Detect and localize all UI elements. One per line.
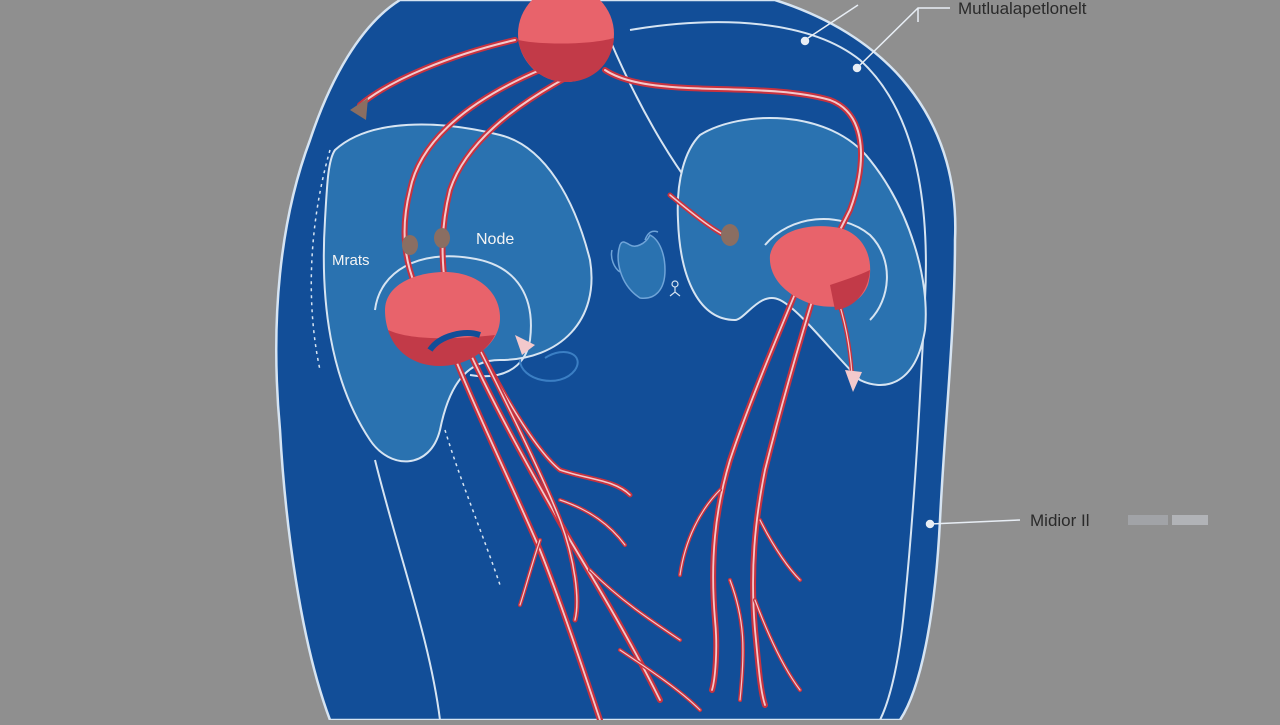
av-node-left <box>385 272 500 366</box>
conduction-pathways <box>357 37 865 723</box>
tip-left-node-1 <box>402 235 418 255</box>
faint-label-stub-1 <box>1128 515 1168 525</box>
person-figure-icon <box>669 280 681 297</box>
septum-outline <box>374 459 441 721</box>
sa-node <box>518 0 614 82</box>
heart-outline-icon <box>610 230 666 299</box>
tip-left-node-2 <box>434 228 450 248</box>
white-tip-left <box>515 335 535 355</box>
leader-lines <box>800 4 1021 529</box>
tip-right-branch <box>721 224 739 246</box>
right-node-ring <box>764 218 888 321</box>
leader-line-top-1 <box>804 4 859 41</box>
tip-top-left <box>350 98 368 120</box>
swirl-marker <box>519 351 579 382</box>
pathway-tips <box>350 98 739 255</box>
right-node <box>769 226 871 310</box>
faint-label-stub-2 <box>1172 515 1208 525</box>
left-node-ring <box>374 255 532 378</box>
label-top-right: Mutlualapetlonelt <box>958 0 1087 18</box>
dotted-guide-lower <box>444 429 501 586</box>
leader-line-right <box>929 519 1021 525</box>
label-right: Midior Il <box>1030 511 1090 530</box>
label-node: Node <box>476 231 514 248</box>
label-left: Mrats <box>332 252 370 269</box>
white-tip-right <box>845 370 862 392</box>
